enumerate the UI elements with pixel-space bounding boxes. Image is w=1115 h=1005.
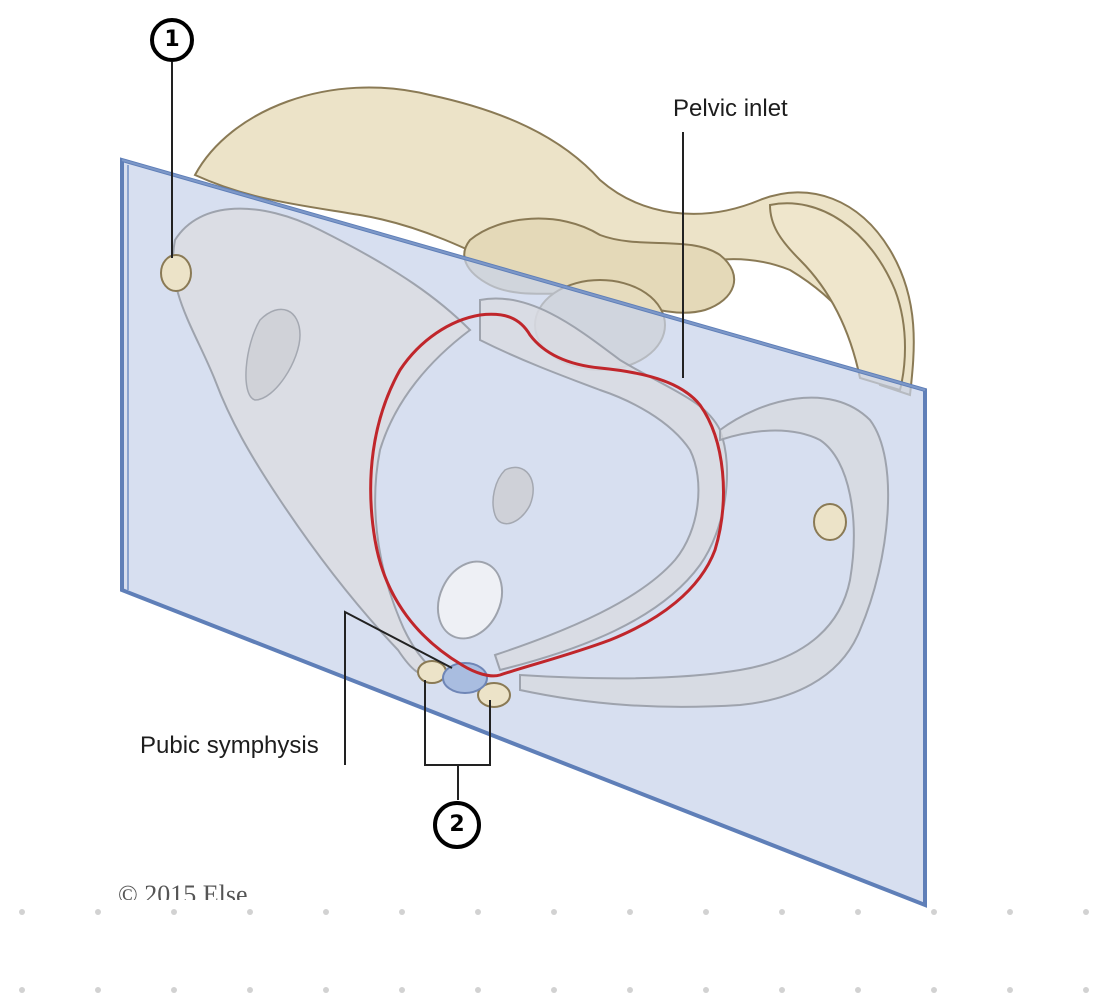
separator-dot xyxy=(855,987,861,993)
separator-dot xyxy=(1007,987,1013,993)
marker-1-label: 1 xyxy=(164,27,180,52)
separator-dot xyxy=(1083,909,1089,915)
separator-dot xyxy=(323,987,329,993)
separator-dot xyxy=(323,909,329,915)
separator-dot xyxy=(1083,987,1089,993)
separator-dot xyxy=(931,987,937,993)
separator-dot xyxy=(1007,909,1013,915)
leader-lines xyxy=(171,62,684,800)
separator-dot xyxy=(627,909,633,915)
marker-2-circle xyxy=(433,801,481,849)
separator-dot xyxy=(703,987,709,993)
separator-dot xyxy=(399,987,405,993)
separator-dot xyxy=(247,987,253,993)
separator-dot xyxy=(399,909,405,915)
separator-dot xyxy=(171,987,177,993)
copyright-text: © 2015 Else xyxy=(118,880,248,900)
separator-dot xyxy=(475,987,481,993)
separator-dot xyxy=(171,909,177,915)
pubic-symphysis-leader xyxy=(344,610,453,765)
pubic-symphysis-label: Pubic symphysis xyxy=(140,732,319,759)
marker-2-label: 2 xyxy=(449,812,465,837)
separator-dot xyxy=(95,987,101,993)
dotted-separator-2 xyxy=(19,987,1089,993)
marker-1-circle xyxy=(150,18,194,62)
bone-caps xyxy=(160,254,847,708)
separator-dot xyxy=(95,909,101,915)
pelvis-bone-front xyxy=(172,207,890,708)
separator-dot xyxy=(703,909,709,915)
separator-dot xyxy=(19,909,25,915)
separator-dot xyxy=(19,987,25,993)
separator-dot xyxy=(475,909,481,915)
dotted-separator-1 xyxy=(19,909,1089,915)
separator-dot xyxy=(247,909,253,915)
separator-dot xyxy=(931,909,937,915)
separator-dot xyxy=(627,987,633,993)
separator-dot xyxy=(779,987,785,993)
pelvic-inlet-label: Pelvic inlet xyxy=(673,95,788,122)
separator-dot xyxy=(551,909,557,915)
separator-dot xyxy=(779,909,785,915)
pelvic-inlet-outline xyxy=(369,312,725,678)
separator-dot xyxy=(551,987,557,993)
separator-dot xyxy=(855,909,861,915)
